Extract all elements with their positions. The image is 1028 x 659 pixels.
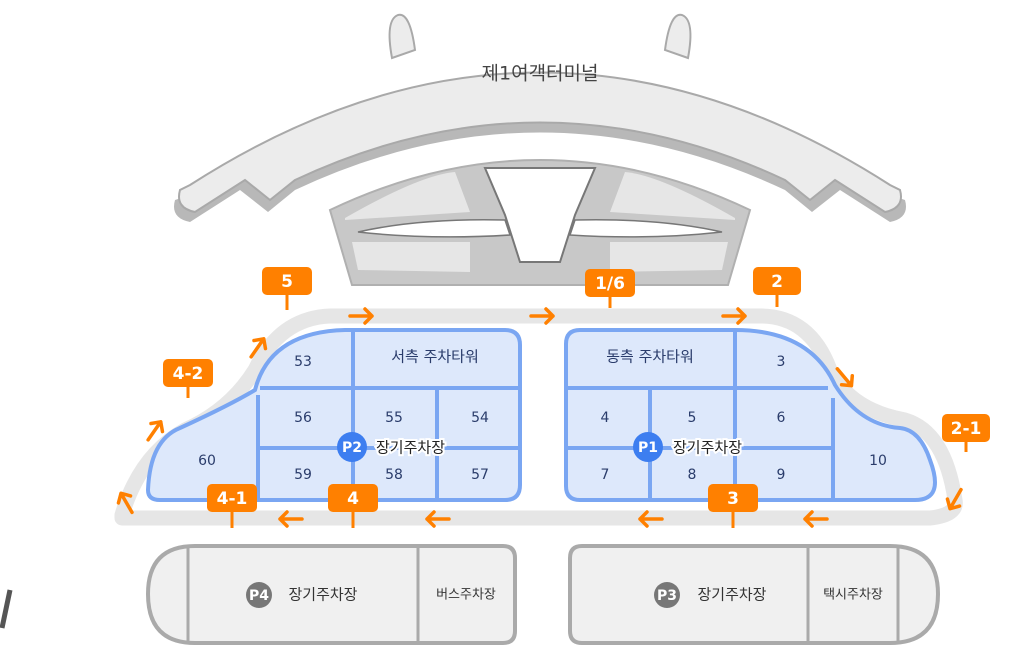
zone-55: 55 — [385, 410, 403, 426]
arrow-left-icon — [425, 510, 451, 528]
gate-markers: 5 4-2 1/6 2 2-1 4-1 4 3 — [163, 267, 990, 528]
west-parking-lot-p2: 53 서측 주차타워 56 55 54 60 59 58 57 P2 장기주차장 — [145, 328, 522, 502]
arrow-up-right-icon — [249, 337, 268, 359]
east-parking-tower: 동측 주차타워 — [606, 348, 694, 366]
p1-badge — [633, 432, 663, 462]
zone-7: 7 — [601, 467, 610, 483]
arrow-right-icon — [721, 307, 747, 325]
curbside-building — [328, 159, 752, 286]
p3-badge-text: P3 — [657, 588, 677, 604]
gate-2[interactable]: 2 — [753, 267, 801, 307]
p4-badge — [246, 582, 272, 608]
gate-2-1[interactable]: 2-1 — [942, 414, 990, 452]
terminal-title: 제1여객터미널 — [482, 63, 599, 85]
zone-5: 5 — [688, 410, 697, 426]
arrow-left-icon — [278, 510, 304, 528]
east-parking-lot-p1: 동측 주차타워 3 4 5 6 7 8 9 10 P1 장기주차장 — [564, 328, 937, 502]
p3-label: 장기주차장 — [697, 586, 766, 604]
p2-badge — [337, 432, 367, 462]
gate-3[interactable]: 3 — [708, 484, 758, 528]
zone-58: 58 — [385, 467, 403, 483]
partial-road-mark — [0, 589, 13, 629]
gate-4-1[interactable]: 4-1 — [207, 484, 257, 528]
p4-parking-lot: P4 장기주차장 버스주차장 — [145, 544, 517, 645]
bus-parking-label: 버스주차장 — [436, 588, 496, 603]
traffic-arrows — [116, 307, 963, 528]
zone-56: 56 — [294, 410, 312, 426]
svg-text:2-1: 2-1 — [951, 419, 982, 439]
gate-4[interactable]: 4 — [328, 484, 378, 528]
west-parking-tower: 서측 주차타워 — [391, 348, 479, 366]
arrow-up-left-icon — [116, 491, 134, 515]
zone-3: 3 — [777, 354, 786, 370]
zone-9: 9 — [777, 467, 786, 483]
p1-badge-text: P1 — [638, 440, 658, 456]
svg-text:5: 5 — [281, 272, 293, 292]
zone-60: 60 — [198, 453, 216, 469]
p4-badge-text: P4 — [249, 588, 269, 604]
svg-text:3: 3 — [727, 489, 739, 509]
p3-badge — [654, 582, 680, 608]
zone-57: 57 — [471, 467, 489, 483]
p4-label: 장기주차장 — [288, 586, 357, 604]
arrow-left-icon — [803, 510, 829, 528]
arrow-up-right-icon — [146, 420, 165, 442]
svg-text:4: 4 — [347, 489, 359, 509]
gate-1-6[interactable]: 1/6 — [585, 269, 635, 308]
p2-badge-text: P2 — [342, 440, 362, 456]
arrow-right-icon — [529, 307, 555, 325]
zone-59: 59 — [294, 467, 312, 483]
svg-text:2: 2 — [771, 272, 783, 292]
arrow-left-icon — [638, 510, 664, 528]
arrow-down-right-icon — [835, 367, 855, 388]
gate-4-2[interactable]: 4-2 — [163, 359, 213, 398]
p2-label: 장기주차장 — [376, 439, 445, 457]
terminal-building: 제1여객터미널 — [174, 13, 906, 222]
zone-4: 4 — [601, 410, 610, 426]
svg-text:1/6: 1/6 — [595, 274, 625, 294]
svg-text:4-2: 4-2 — [173, 364, 204, 384]
zone-10: 10 — [869, 453, 887, 469]
arrow-down-left-icon — [945, 487, 963, 511]
p3-parking-lot: P3 장기주차장 택시주차장 — [568, 544, 941, 645]
p1-label: 장기주차장 — [673, 439, 742, 457]
taxi-parking-label: 택시주차장 — [823, 588, 883, 603]
zone-54: 54 — [471, 410, 489, 426]
svg-text:4-1: 4-1 — [217, 489, 248, 509]
zone-6: 6 — [777, 410, 786, 426]
zone-53: 53 — [294, 354, 312, 370]
gate-5[interactable]: 5 — [262, 267, 312, 310]
zone-8: 8 — [688, 467, 697, 483]
arrow-right-icon — [348, 307, 374, 325]
